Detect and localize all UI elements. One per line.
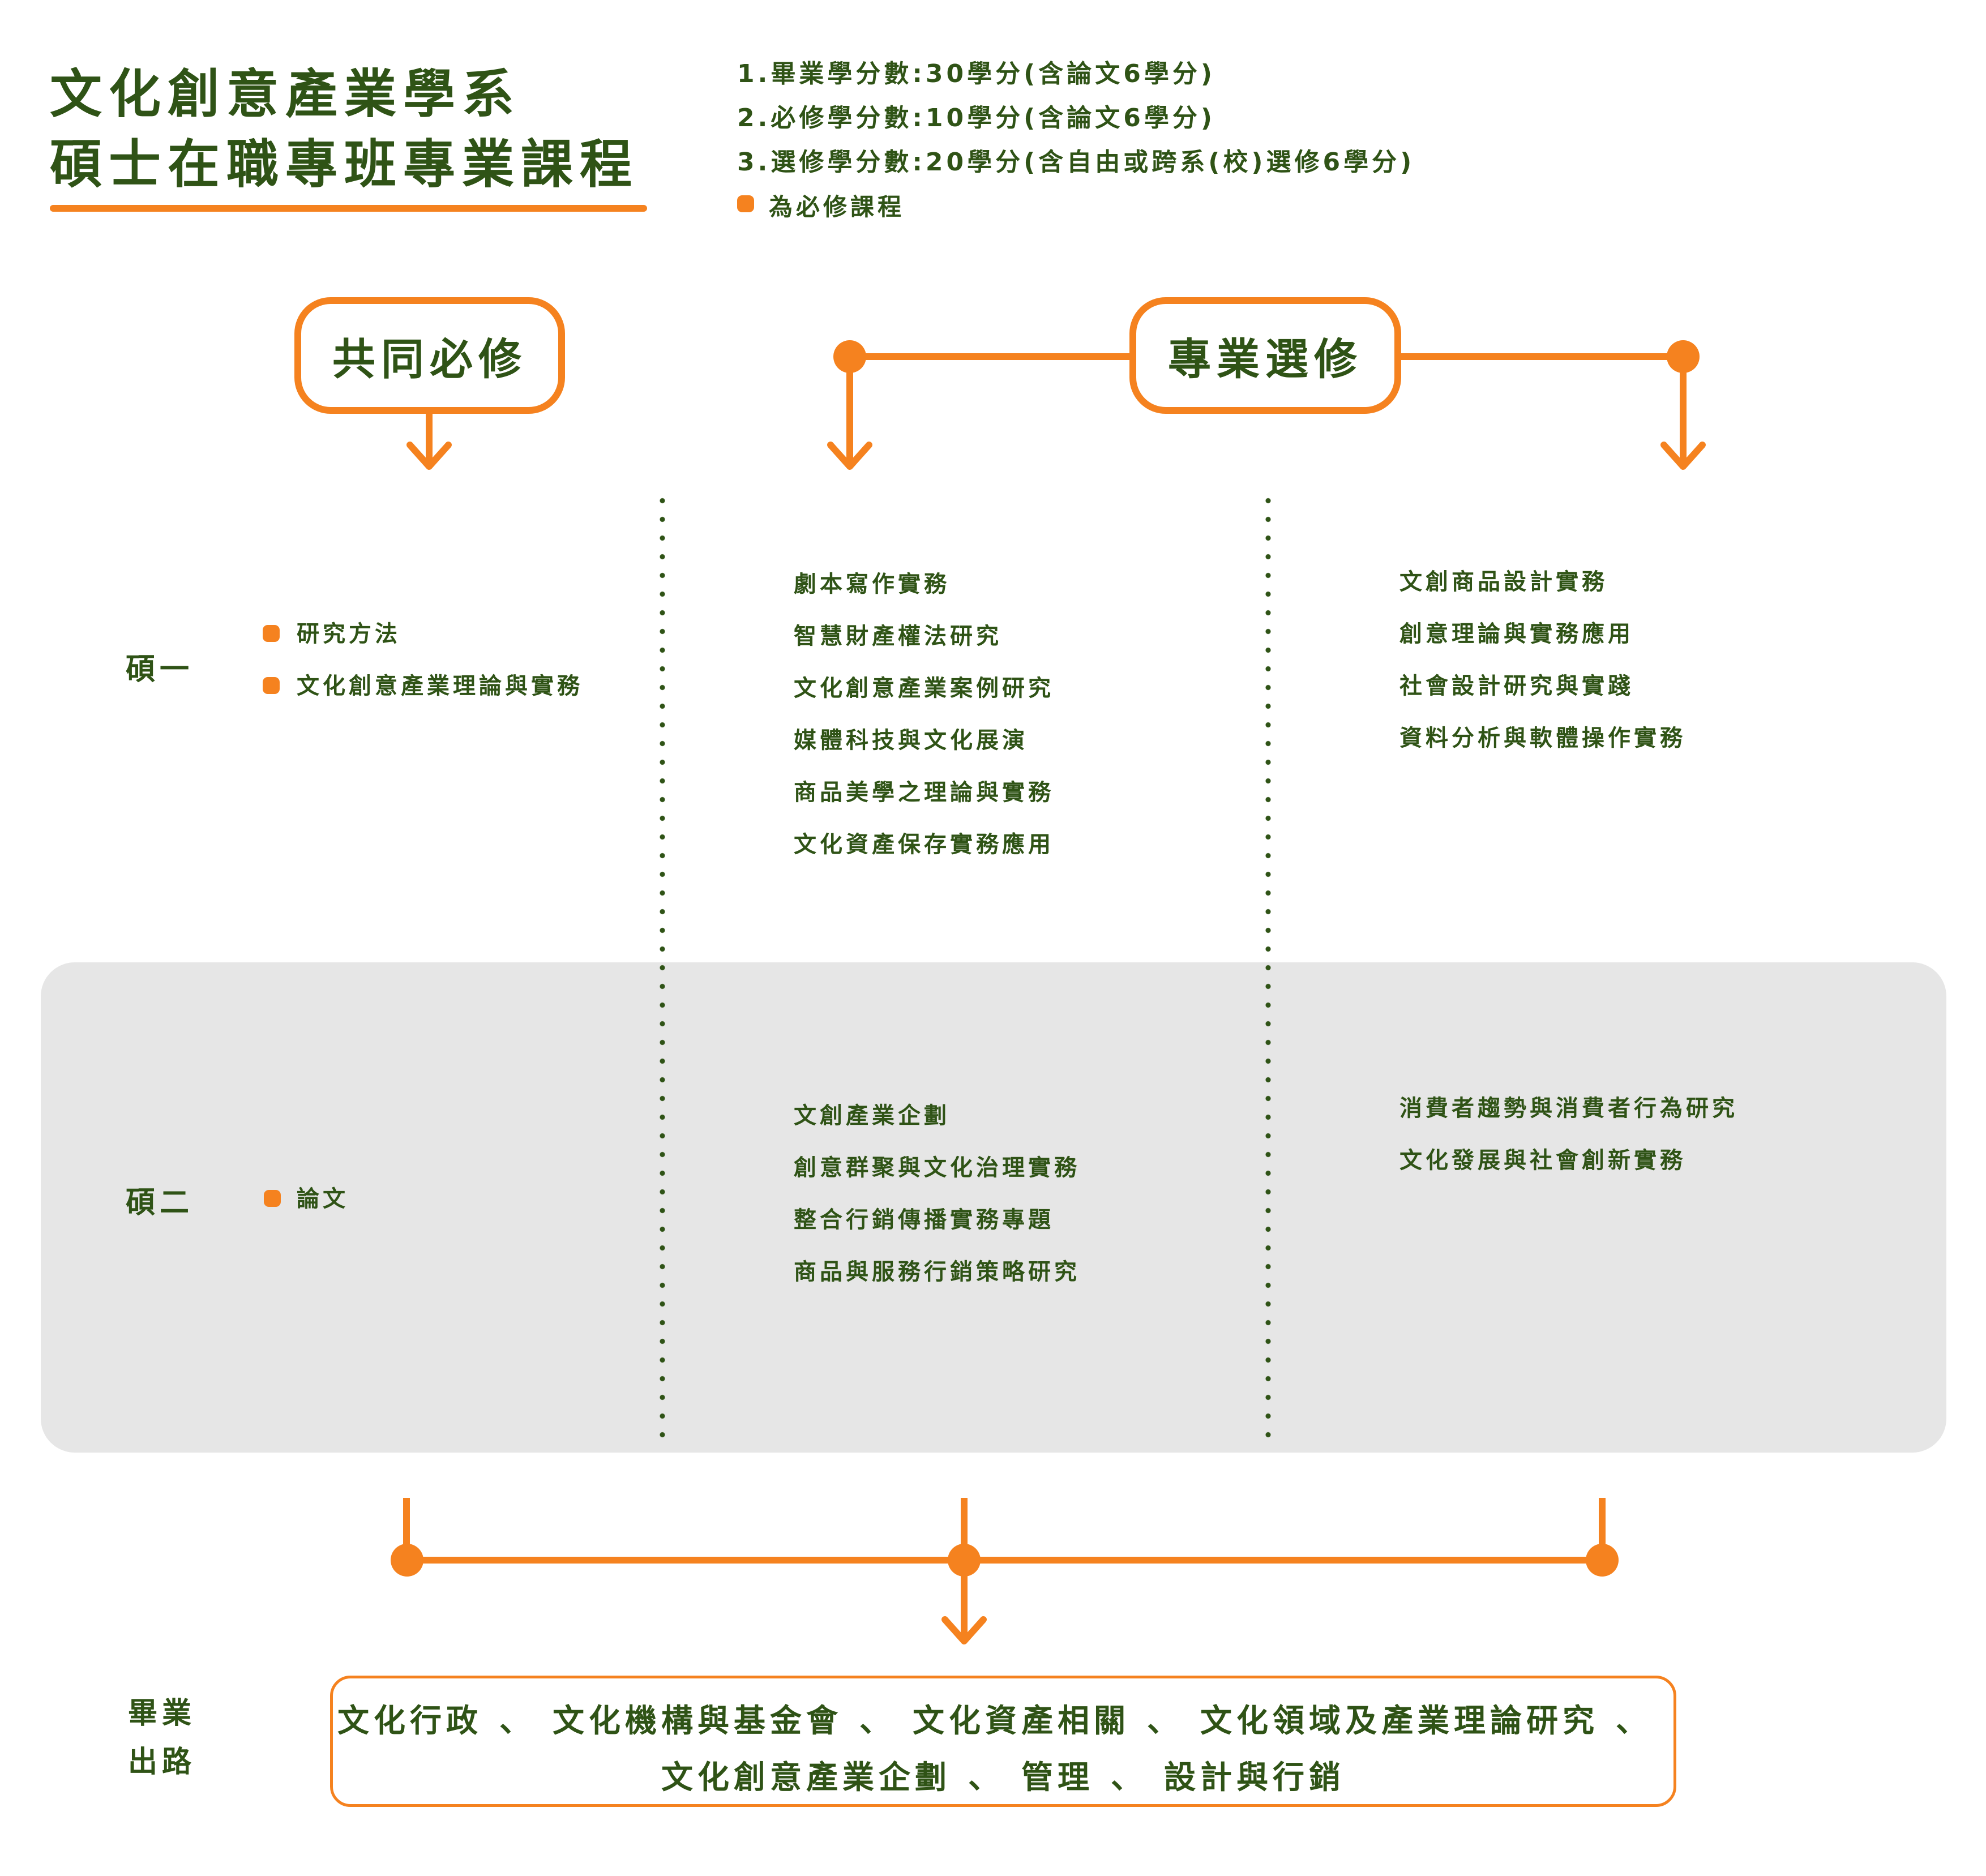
career-separator: 、 bbox=[1616, 1703, 1652, 1740]
course-elective: 文化發展與社會創新實務 bbox=[1399, 1147, 1686, 1173]
merge-line bbox=[406, 1557, 1602, 1564]
career-separator: 、 bbox=[1111, 1759, 1147, 1796]
credit-note-required: 2.必修學分數:10學分(含論文6學分) bbox=[737, 104, 1215, 132]
career-label-line-2: 出路 bbox=[128, 1745, 196, 1779]
arrow-elective-b-shaft bbox=[1680, 357, 1687, 466]
course-elective: 創意群聚與文化治理實務 bbox=[794, 1155, 1080, 1181]
course-elective: 商品與服務行銷策略研究 bbox=[794, 1259, 1080, 1285]
career-box: 文化行政、文化機構與基金會、文化資產相關、文化領域及產業理論研究、 文化創意產業… bbox=[330, 1676, 1676, 1807]
course-elective: 消費者趨勢與消費者行為研究 bbox=[1399, 1095, 1738, 1121]
course-elective: 文創商品設計實務 bbox=[1399, 569, 1608, 595]
course-elective: 媒體科技與文化展演 bbox=[794, 727, 1028, 753]
header-required: 共同必修 bbox=[294, 297, 565, 414]
required-marker bbox=[263, 625, 280, 642]
column-divider-right bbox=[1265, 491, 1271, 1440]
career-separator: 、 bbox=[859, 1703, 896, 1740]
course-elective: 創意理論與實務應用 bbox=[1399, 621, 1634, 647]
course-required: 研究方法 bbox=[297, 621, 401, 647]
course-elective: 商品美學之理論與實務 bbox=[794, 779, 1054, 806]
required-marker bbox=[263, 677, 280, 694]
career-item: 設計與行銷 bbox=[1164, 1759, 1345, 1796]
merge-node-right bbox=[1586, 1544, 1619, 1577]
course-elective: 社會設計研究與實踐 bbox=[1399, 673, 1634, 699]
arrow-elective-a-head bbox=[827, 442, 872, 470]
merge-node-left bbox=[391, 1544, 423, 1577]
career-label-line-1: 畢業 bbox=[128, 1697, 196, 1731]
career-separator: 、 bbox=[968, 1759, 1004, 1796]
career-item: 管理 bbox=[1021, 1759, 1094, 1796]
title-underline bbox=[50, 205, 647, 212]
credit-note-total: 1.畢業學分數:30學分(含論文6學分) bbox=[737, 59, 1215, 88]
career-separator: 、 bbox=[499, 1703, 536, 1740]
career-item: 文化資產相關 bbox=[913, 1703, 1130, 1740]
required-marker bbox=[264, 1190, 281, 1207]
course-elective: 文化資產保存實務應用 bbox=[794, 832, 1054, 858]
career-arrow-head bbox=[941, 1616, 987, 1644]
course-elective: 智慧財產權法研究 bbox=[794, 623, 1002, 649]
career-arrow-shaft bbox=[961, 1562, 968, 1641]
course-elective: 整合行銷傳播實務專題 bbox=[794, 1207, 1054, 1233]
year-label-first: 碩一 bbox=[126, 653, 194, 687]
career-item: 文化創意產業企劃 bbox=[661, 1759, 951, 1796]
career-item: 文化機構與基金會 bbox=[553, 1703, 842, 1740]
year-two-band bbox=[41, 962, 1946, 1453]
career-line-1: 文化行政、文化機構與基金會、文化資產相關、文化領域及產業理論研究、 bbox=[333, 1695, 1673, 1741]
arrow-elective-b-head bbox=[1660, 442, 1706, 470]
arrow-required-head bbox=[406, 442, 452, 470]
page-title-line-2: 碩士在職專班專業課程 bbox=[50, 134, 639, 195]
course-required: 論文 bbox=[297, 1186, 349, 1212]
credit-note-elective: 3.選修學分數:20學分(含自由或跨系(校)選修6學分) bbox=[737, 148, 1415, 177]
header-elective: 專業選修 bbox=[1129, 297, 1401, 414]
legend-required-marker bbox=[737, 195, 754, 212]
course-elective: 資料分析與軟體操作實務 bbox=[1399, 725, 1686, 751]
legend-required-label: 為必修課程 bbox=[769, 193, 905, 221]
page-title-line-1: 文化創意產業學系 bbox=[50, 64, 521, 125]
year2-elective-a-list: 文創產業企劃 創意群聚與文化治理實務 整合行銷傳播實務專題 商品與服務行銷策略研… bbox=[794, 1090, 1080, 1298]
career-item: 文化領域及產業理論研究 bbox=[1200, 1703, 1599, 1740]
course-required: 文化創意產業理論與實務 bbox=[297, 673, 583, 699]
course-elective: 文創產業企劃 bbox=[794, 1103, 950, 1129]
year2-elective-b-list: 消費者趨勢與消費者行為研究 文化發展與社會創新實務 bbox=[1399, 1082, 1738, 1187]
year1-elective-a-list: 劇本寫作實務 智慧財產權法研究 文化創意產業案例研究 媒體科技與文化展演 商品美… bbox=[794, 558, 1054, 871]
career-item: 文化行政 bbox=[337, 1703, 482, 1740]
year-label-second: 碩二 bbox=[126, 1186, 194, 1220]
column-divider-left bbox=[660, 491, 665, 1440]
arrow-required-shaft bbox=[426, 414, 433, 466]
course-elective: 文化創意產業案例研究 bbox=[794, 675, 1054, 701]
arrow-elective-a-shaft bbox=[846, 357, 853, 466]
year1-elective-b-list: 文創商品設計實務 創意理論與實務應用 社會設計研究與實踐 資料分析與軟體操作實務 bbox=[1399, 556, 1686, 764]
career-separator: 、 bbox=[1147, 1703, 1183, 1740]
career-line-2: 文化創意產業企劃、管理、設計與行銷 bbox=[333, 1752, 1673, 1798]
course-elective: 劇本寫作實務 bbox=[794, 571, 950, 597]
